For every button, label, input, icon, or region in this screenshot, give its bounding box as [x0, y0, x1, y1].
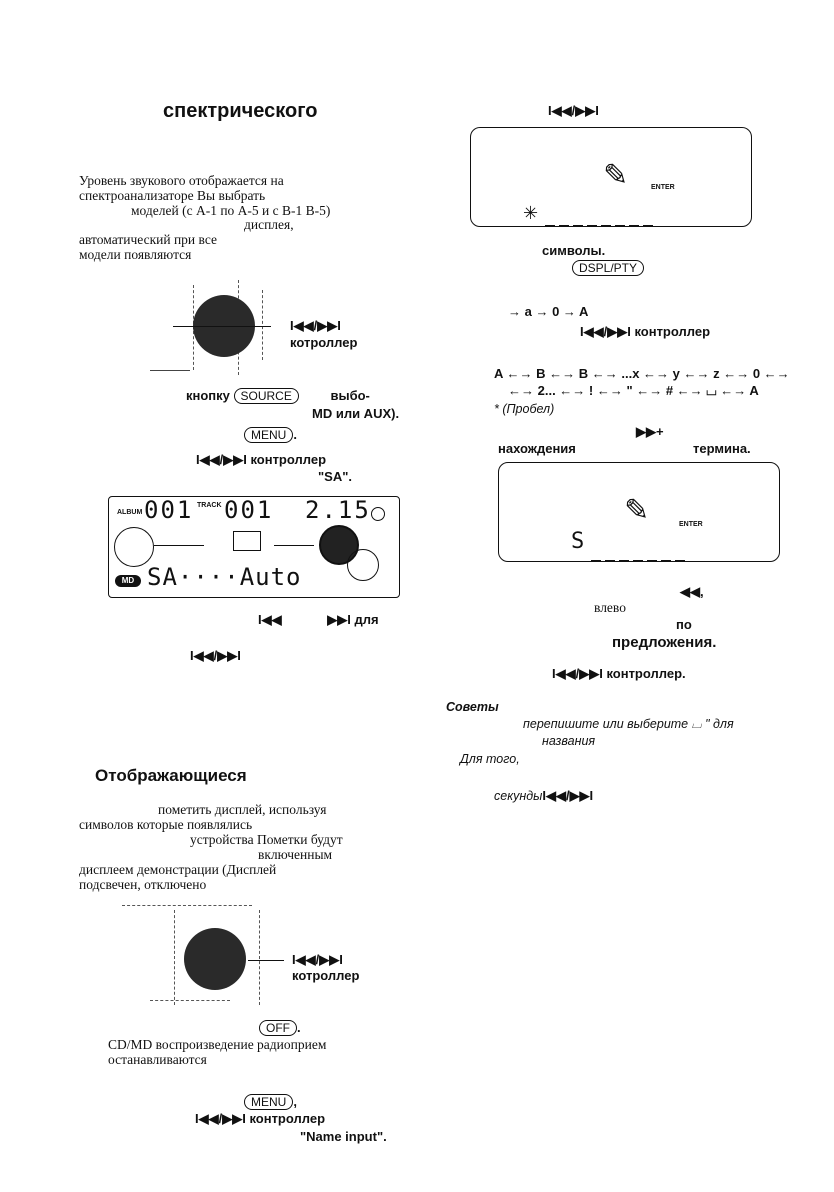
cursor-blink-icon: ✳	[523, 203, 539, 224]
step-menu: MENU.	[244, 427, 297, 443]
level-line	[274, 545, 314, 546]
body-line: Уровень звукового отображается на	[79, 173, 284, 188]
dspl-pty-button[interactable]: DSPL/PTY	[572, 260, 645, 276]
skip-line: I◀◀ ▶▶I для	[258, 612, 379, 627]
off-button[interactable]: OFF	[259, 1020, 297, 1036]
body-line: спектроанализаторе Вы выбрать	[79, 188, 266, 203]
body-line: подсвечен, отключено	[79, 877, 207, 892]
body-line: останавливаются	[108, 1052, 207, 1067]
source-button[interactable]: SOURCE	[233, 388, 299, 404]
body-line: дисплея,	[244, 217, 294, 232]
rewind-icon: ◀◀,	[680, 584, 704, 599]
name-input-display-1: ✎ ENTER ✳	[470, 127, 752, 227]
char-sequence-2: A ←→ B ←→ B ←→ ...x ←→ y ←→ z ←→ 0 ←→	[494, 366, 790, 381]
album-label: ALBUM	[117, 509, 143, 516]
char-sequence-1: → a → 0 → A	[508, 304, 589, 319]
lcd-main-text: SA····Auto	[147, 563, 302, 591]
step-sa: "SA".	[318, 469, 352, 484]
tips-title: Советы	[446, 700, 499, 714]
tips-line-seconds: секундыI◀◀/▶▶I	[494, 788, 594, 803]
entered-char: S	[571, 529, 585, 554]
step-source: кнопку SOURCE выбо-	[186, 388, 370, 404]
space-note: * (Пробел)	[494, 402, 555, 416]
controller-label: котроллер	[290, 335, 358, 350]
sentence-text: предложения.	[612, 634, 717, 651]
pencil-icon: ✎	[624, 493, 650, 528]
section-heading-spectrum: спектрического	[163, 100, 318, 122]
controller-label: котроллер	[292, 968, 360, 983]
skip-line-2: I◀◀/▶▶I	[190, 648, 241, 663]
clock-icon	[371, 507, 385, 521]
lcd-display: ALBUM 001 TRACK 001 2.15 MD SA····Auto	[108, 496, 400, 598]
track-number: 001	[224, 496, 274, 524]
empty-char-slots	[545, 214, 657, 232]
empty-char-slots	[591, 549, 689, 567]
body-line: устройства Пометки будут	[190, 832, 343, 847]
controller-instruction: I◀◀/▶▶I контроллер	[580, 324, 711, 339]
step-name-input: "Name input".	[300, 1129, 387, 1144]
menu-button[interactable]: MENU	[244, 427, 294, 443]
step-controller-2: I◀◀/▶▶I контроллер	[195, 1111, 326, 1126]
body-line: моделей (с А-1 по А-5 и с В-1 В-5)	[131, 203, 331, 218]
controller-label: I◀◀/▶▶I	[548, 103, 599, 118]
body-line: CD/MD воспроизведение радиоприем	[108, 1037, 327, 1052]
rotary-controller-knob[interactable]	[184, 928, 246, 990]
section-heading-display: Отображающиеся	[95, 766, 247, 785]
controller-label: I◀◀/▶▶I	[290, 318, 341, 333]
disc-outline-icon	[347, 549, 379, 581]
body-line: включенным	[258, 847, 333, 862]
track-label: TRACK	[197, 502, 222, 509]
po-text: по	[676, 617, 692, 632]
md-badge: MD	[115, 575, 141, 587]
body-line: дисплеем демонстрации (Дисплей	[79, 862, 277, 877]
spectrum-box-icon	[233, 531, 261, 551]
body-line: пометить дисплей, используя	[158, 802, 327, 817]
dspl-step: DSPL/PTY	[572, 260, 645, 276]
name-input-display-2: ✎ ENTER S	[498, 462, 780, 562]
menu-button[interactable]: MENU	[244, 1094, 294, 1110]
step-menu-2: MENU,	[244, 1094, 297, 1110]
tips-line: перепишите или выберите ⌴ " для	[523, 717, 734, 731]
level-line	[154, 545, 204, 546]
find-line-a: нахождения	[498, 441, 576, 456]
left-word: влево	[594, 600, 626, 615]
step-source-line2: MD или AUX).	[312, 406, 400, 421]
controller-instruction: I◀◀/▶▶I контроллер.	[552, 666, 686, 681]
body-line: символов которые появлялись	[79, 817, 253, 832]
enter-label: ENTER	[679, 521, 703, 528]
cd-disc-icon	[114, 527, 154, 567]
enter-label: ENTER	[651, 184, 675, 191]
body-line: модели появляются	[79, 247, 192, 262]
fast-forward-icon: ▶▶+	[636, 424, 664, 439]
pencil-icon: ✎	[603, 158, 629, 193]
controller-label: I◀◀/▶▶I	[292, 952, 343, 967]
time-readout: 2.15	[305, 496, 371, 524]
body-line: автоматический при все	[79, 232, 217, 247]
char-sequence-3: ←→ 2... ←→ ! ←→ " ←→ # ←→ ⌴ ←→ A	[508, 383, 759, 398]
symbols-text: символы.	[542, 243, 606, 258]
tips-line: названия	[542, 734, 596, 748]
step-controller: I◀◀/▶▶I контроллер	[196, 452, 327, 467]
find-line-b: термина.	[693, 441, 751, 456]
album-number: 001	[144, 496, 194, 524]
tips-line: Для того,	[460, 752, 520, 766]
step-off: OFF.	[259, 1020, 301, 1036]
